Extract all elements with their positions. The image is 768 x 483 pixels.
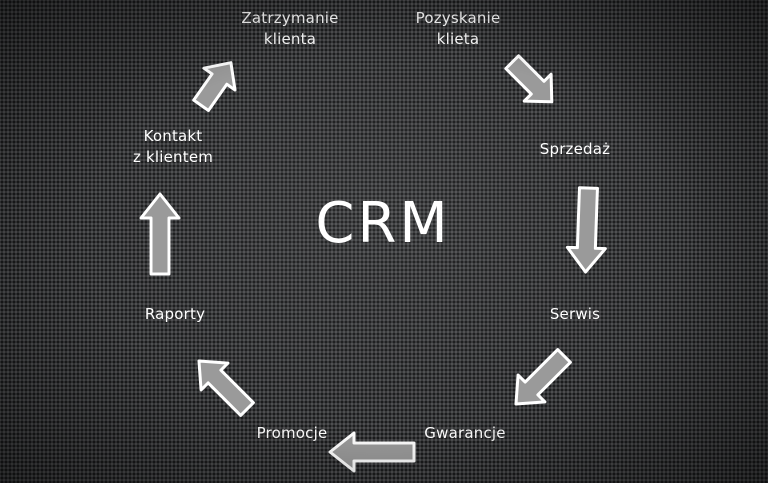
stage-label-raporty: Raporty bbox=[144, 305, 206, 323]
diagram-title: CRM bbox=[315, 191, 451, 256]
arrow-icon bbox=[504, 54, 554, 104]
arrow-icon bbox=[328, 431, 416, 473]
arrow-icon bbox=[565, 186, 607, 274]
stage-label-zatrzymanie: Zatrzymanie klienta bbox=[241, 9, 339, 48]
stage-label-kontakt: Kontakt z klientem bbox=[132, 127, 214, 166]
arrow-icon bbox=[197, 359, 255, 417]
stage-label-sprzedaz: Sprzedaż bbox=[539, 140, 611, 158]
stage-label-promocje: Promocje bbox=[256, 424, 328, 442]
stage-label-serwis: Serwis bbox=[549, 305, 601, 323]
arrow-icon bbox=[139, 192, 181, 276]
arrow-icon bbox=[514, 348, 572, 406]
stage-label-pozyskanie: Pozyskanie klieta bbox=[415, 9, 501, 48]
stage-label-gwarancje: Gwarancje bbox=[424, 424, 506, 442]
arrow-icon bbox=[192, 61, 237, 112]
